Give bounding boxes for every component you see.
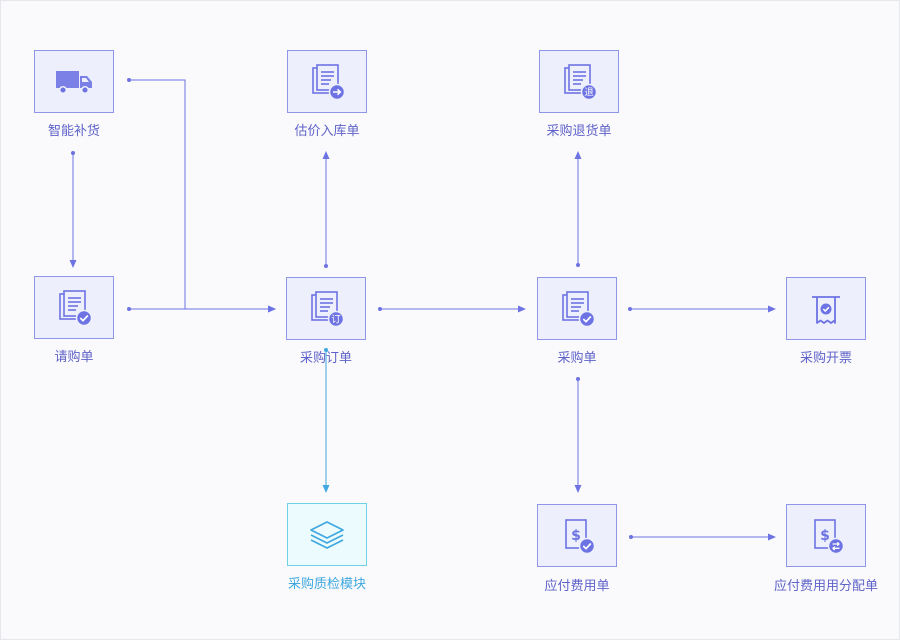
truck-icon	[56, 70, 92, 94]
smart-replenish-label: 智能补货	[47, 124, 100, 139]
dollar-share-icon: $	[814, 518, 845, 554]
receipt-icon	[812, 295, 840, 324]
purchase-invoice-node[interactable]	[786, 277, 866, 340]
fee-allocation-label: 应付费用用分配单	[773, 579, 878, 594]
purchase-return-node[interactable]: 退	[539, 50, 619, 113]
document-return-icon: 退	[564, 63, 598, 100]
payable-fee-node[interactable]: $	[537, 504, 617, 567]
return-badge: 退	[584, 87, 594, 98]
purchase-request-node[interactable]	[34, 276, 114, 339]
fee-allocation-node[interactable]: $	[786, 504, 866, 567]
connector-dot	[628, 307, 632, 311]
payable-fee-label: 应付费用单	[544, 579, 610, 594]
purchase-receipt-node[interactable]	[537, 277, 617, 340]
connector-dot	[576, 263, 580, 267]
document-check-icon	[562, 290, 596, 327]
purchase-request-label: 请购单	[54, 350, 94, 365]
connector-dot	[576, 377, 580, 381]
dollar-check-icon: $	[565, 518, 596, 554]
document-check-icon	[59, 289, 93, 326]
connector-replenish-to-order	[129, 79, 276, 313]
smart-replenish-node[interactable]	[34, 50, 114, 113]
connector-dot	[127, 307, 131, 311]
estimate-inbound-label: 估价入库单	[294, 124, 360, 139]
connector-dot	[71, 151, 75, 155]
quality-module-node[interactable]	[287, 503, 367, 566]
document-order-icon: 订	[311, 290, 345, 327]
document-arrow-icon	[312, 63, 346, 100]
layers-icon	[310, 520, 344, 549]
purchase-invoice-label: 采购开票	[799, 351, 852, 366]
purchase-receipt-label: 采购单	[557, 351, 597, 366]
connector-dot	[127, 78, 131, 82]
quality-module-label: 采购质检模块	[287, 577, 366, 592]
estimate-inbound-node[interactable]	[287, 50, 367, 113]
svg-text:$: $	[820, 528, 830, 544]
connector-dot	[629, 535, 633, 539]
connector-dot	[378, 307, 382, 311]
svg-text:$: $	[571, 528, 581, 544]
purchase-order-label: 采购订单	[299, 351, 352, 366]
purchase-return-label: 采购退货单	[546, 124, 612, 139]
purchase-order-node[interactable]: 订	[286, 277, 366, 340]
order-badge: 订	[331, 314, 341, 325]
connector-dot	[324, 264, 328, 268]
connector-dot	[324, 348, 328, 352]
